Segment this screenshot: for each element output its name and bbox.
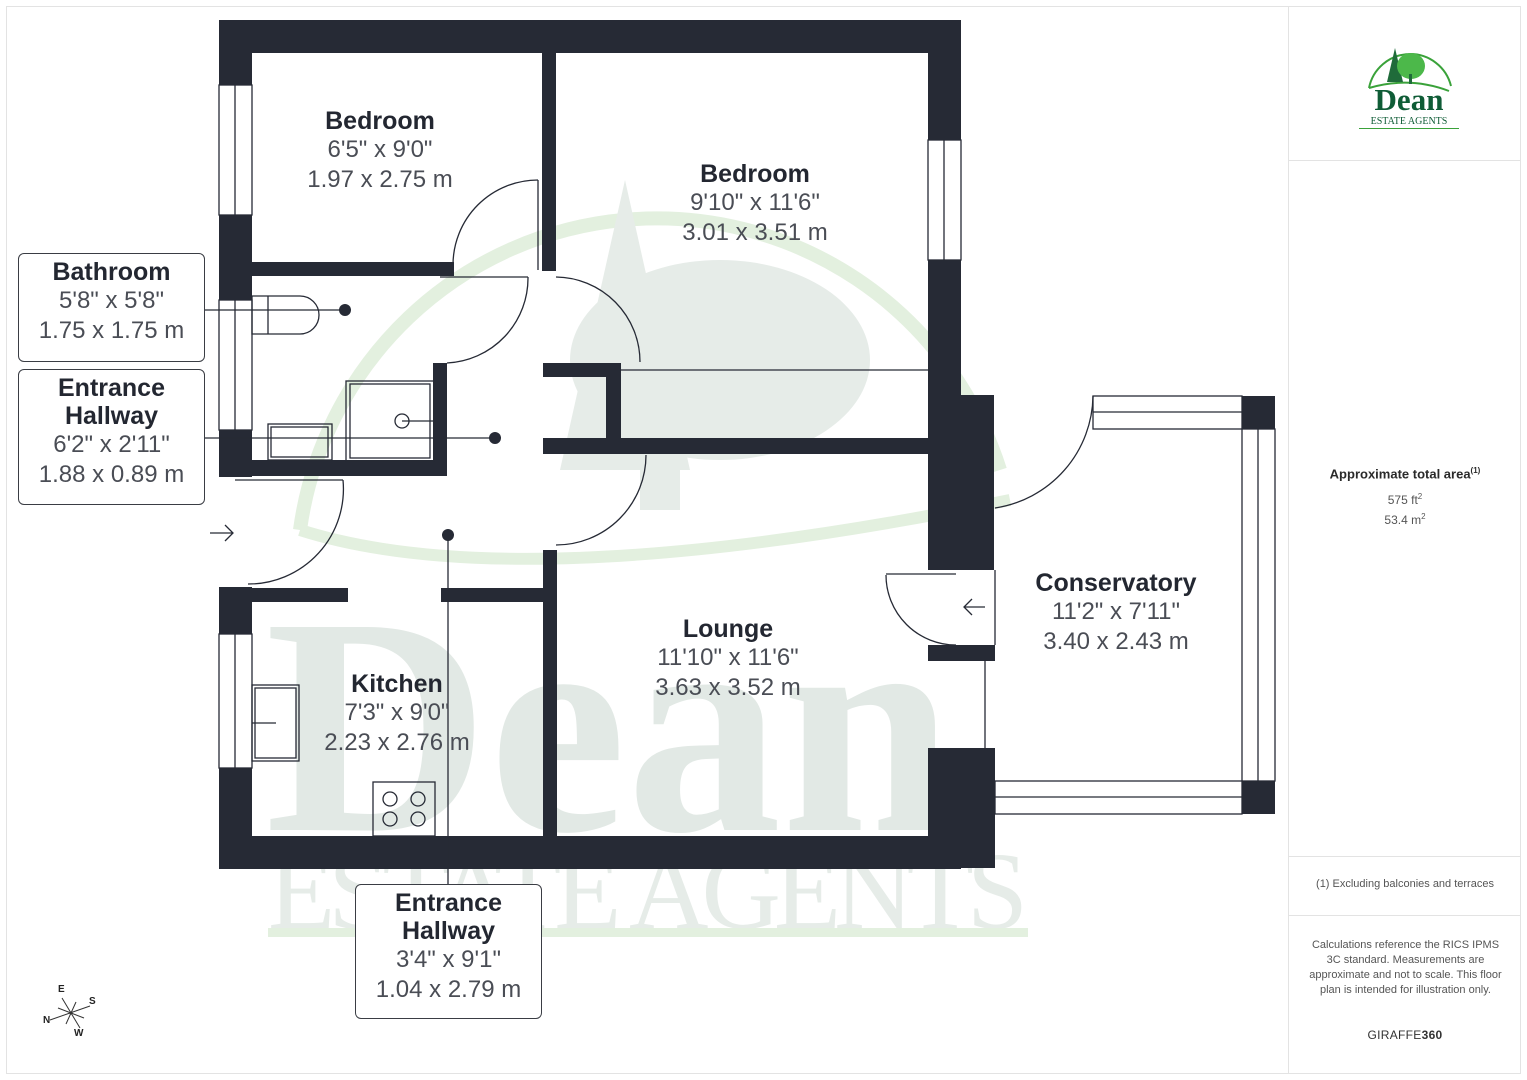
compass-s: S xyxy=(89,996,96,1007)
room-dim-metric: 1.97 x 2.75 m xyxy=(307,166,453,193)
info-sidebar: Dean ESTATE AGENTS Approximate total are… xyxy=(1288,6,1521,1074)
walls xyxy=(219,20,1275,869)
divider xyxy=(1289,915,1521,916)
callout-entrance-hallway-2: Entrance Hallway 3'4" x 9'1" 1.04 x 2.79… xyxy=(355,884,542,1019)
dean-logo: Dean ESTATE AGENTS xyxy=(1359,36,1459,136)
room-dim-metric: 1.75 x 1.75 m xyxy=(38,317,185,344)
tree-logo-icon xyxy=(1368,48,1452,92)
callout-entrance-hallway-1: Entrance Hallway 6'2" x 2'11" 1.88 x 0.8… xyxy=(18,369,205,505)
room-dim-imperial: 11'2" x 7'11" xyxy=(1051,598,1181,625)
area-title-text: Approximate total area xyxy=(1329,466,1471,482)
area-title: Approximate total area(1) xyxy=(1289,466,1521,481)
room-label-kitchen: Kitchen 7'3" x 9'0" 2.23 x 2.76 m xyxy=(324,670,469,758)
callout-dots xyxy=(339,304,501,541)
area-m-value: 53.4 m xyxy=(1384,513,1422,527)
room-name: Bedroom xyxy=(325,107,435,135)
room-name-line1: Entrance xyxy=(58,374,165,402)
room-dim-imperial: 3'4" x 9'1" xyxy=(396,946,501,973)
room-name: Bathroom xyxy=(52,258,171,286)
compass-icon xyxy=(49,997,91,1029)
footnote: (1) Excluding balconies and terraces xyxy=(1316,878,1494,890)
disclaimer: Calculations reference the RICS IPMS 3C … xyxy=(1309,939,1502,996)
divider xyxy=(1289,160,1521,161)
room-dim-imperial: 9'10" x 11'6" xyxy=(690,189,820,216)
room-dim-metric: 3.40 x 2.43 m xyxy=(1043,628,1189,655)
compass-n: N xyxy=(43,1015,51,1026)
fixtures xyxy=(205,84,1276,884)
room-dim-metric: 1.04 x 2.79 m xyxy=(375,976,522,1003)
area-footnote-marker: (1) xyxy=(1470,466,1481,475)
room-dim-metric: 2.23 x 2.76 m xyxy=(324,729,470,756)
room-name-line2: Hallway xyxy=(401,917,496,945)
area-ft-value: 575 ft xyxy=(1387,493,1418,507)
room-dim-metric: 3.01 x 3.51 m xyxy=(682,219,828,246)
area-m: 53.4 m2 xyxy=(1384,512,1426,527)
room-name: Bedroom xyxy=(700,160,810,188)
room-name-line1: Entrance xyxy=(395,889,502,917)
floor-plan-drawing: Dean ESTATE AGENTS xyxy=(205,20,1276,952)
room-label-bedroom-2: Bedroom 9'10" x 11'6" 3.01 x 3.51 m xyxy=(682,160,827,248)
callout-bathroom: Bathroom 5'8" x 5'8" 1.75 x 1.75 m xyxy=(18,253,205,362)
room-name: Lounge xyxy=(682,615,774,643)
room-name: Kitchen xyxy=(351,670,443,698)
floor-plan: Dean ESTATE AGENTS xyxy=(18,20,1276,1050)
room-dim-imperial: 7'3" x 9'0" xyxy=(344,699,450,726)
compass-rose: E S N W xyxy=(40,980,110,1050)
room-name: Conservatory xyxy=(1035,569,1197,597)
room-name-line2: Hallway xyxy=(64,402,159,430)
room-dim-metric: 3.63 x 3.52 m xyxy=(655,674,801,701)
logo-sub: ESTATE AGENTS xyxy=(1359,116,1459,129)
brand-light: GIRAFFE xyxy=(1367,1028,1422,1042)
room-dim-imperial: 6'5" x 9'0" xyxy=(327,136,433,163)
compass-w: W xyxy=(74,1028,84,1039)
room-dim-imperial: 6'2" x 2'11" xyxy=(53,431,170,458)
room-label-conservatory: Conservatory 11'2" x 7'11" 3.40 x 2.43 m xyxy=(1035,569,1196,657)
room-label-lounge: Lounge 11'10" x 11'6" 3.63 x 3.52 m xyxy=(655,615,800,703)
page-frame xyxy=(6,6,1521,1074)
room-dim-metric: 1.88 x 0.89 m xyxy=(38,461,185,488)
brand-bold: 360 xyxy=(1421,1028,1443,1042)
area-ft: 575 ft2 xyxy=(1387,492,1423,507)
compass-e: E xyxy=(58,984,65,995)
giraffe360-brand: GIRAFFE360 xyxy=(1289,1028,1521,1042)
room-dim-imperial: 5'8" x 5'8" xyxy=(59,287,164,314)
room-dim-imperial: 11'10" x 11'6" xyxy=(657,644,799,671)
divider xyxy=(1289,856,1521,857)
room-label-bedroom-1: Bedroom 6'5" x 9'0" 1.97 x 2.75 m xyxy=(307,107,452,195)
logo-word: Dean xyxy=(1374,82,1444,117)
